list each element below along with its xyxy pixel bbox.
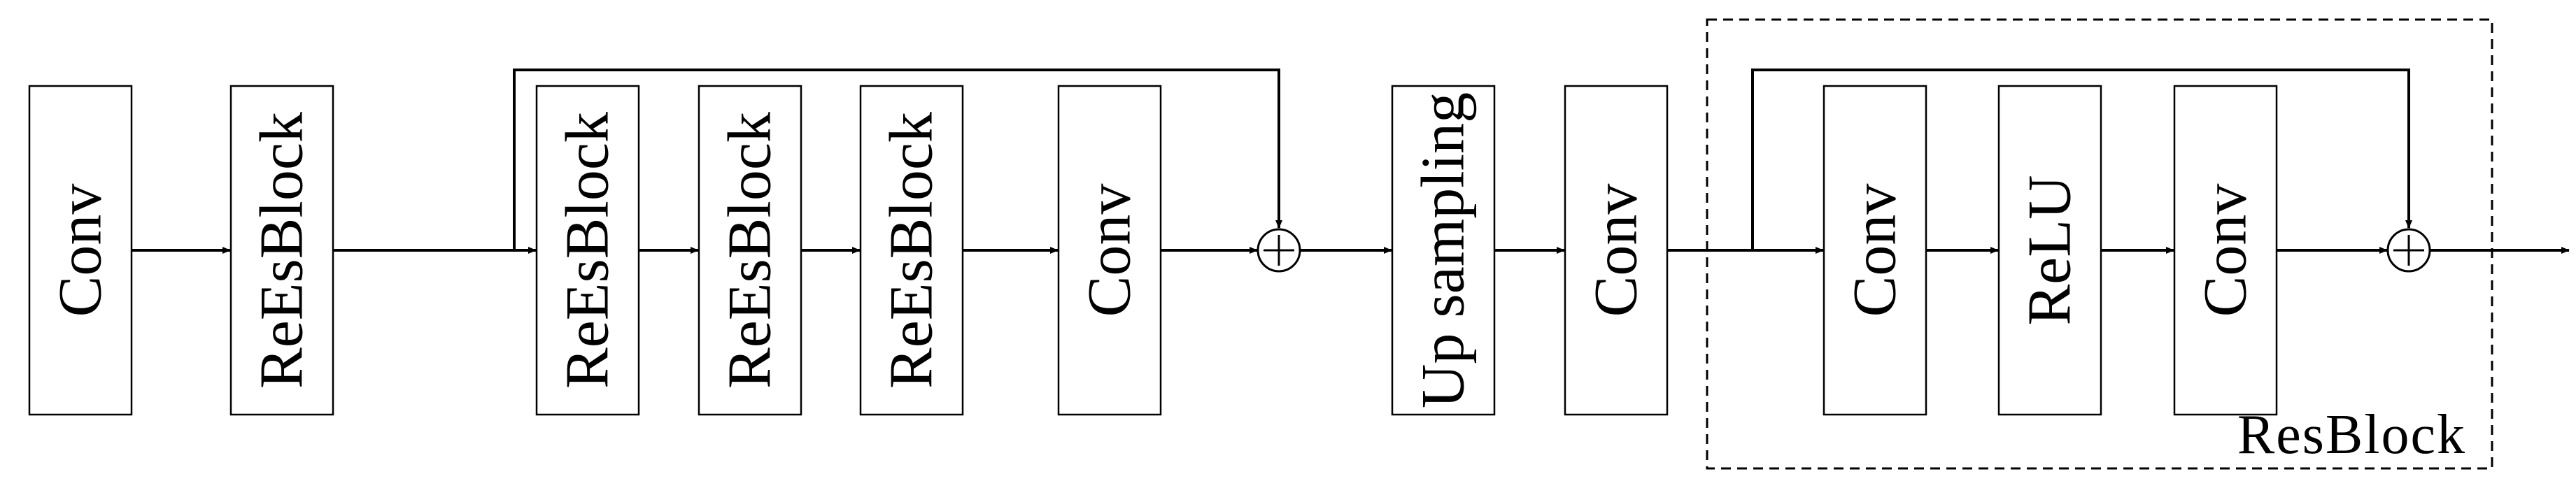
block-label: ReEsBlock: [878, 112, 946, 389]
block-label: Conv: [1583, 184, 1650, 317]
block-label: ReLU: [2016, 175, 2084, 325]
block-reesblock-3: ReEsBlock: [698, 85, 802, 416]
block-resblock-conv-1: Conv: [1823, 85, 1927, 416]
circled-plus-icon: [1257, 228, 1301, 273]
block-label: ReEsBlock: [716, 112, 784, 389]
block-conv-3: Conv: [1564, 85, 1669, 416]
skip-connection-resblock: [1751, 69, 2412, 250]
block-reesblock-2: ReEsBlock: [535, 85, 640, 416]
block-label: Conv: [47, 184, 115, 317]
block-label: Conv: [1841, 184, 1909, 317]
block-conv-1: Conv: [28, 85, 133, 416]
block-reesblock-4: ReEsBlock: [859, 85, 964, 416]
block-upsampling: Up sampling: [1391, 85, 1496, 416]
block-resblock-relu: ReLU: [1997, 85, 2102, 416]
block-resblock-conv-2: Conv: [2173, 85, 2278, 416]
block-label: Up sampling: [1410, 92, 1478, 408]
resblock-container: [1706, 18, 2493, 470]
block-label: Conv: [1076, 184, 1144, 317]
skip-connection-outer: [513, 69, 1282, 250]
block-reesblock-1: ReEsBlock: [229, 85, 334, 416]
block-label: ReEsBlock: [554, 112, 622, 389]
block-label: Conv: [2192, 184, 2260, 317]
block-conv-2: Conv: [1057, 85, 1162, 416]
block-label: ReEsBlock: [248, 112, 316, 389]
circled-plus-icon: [2386, 228, 2431, 273]
